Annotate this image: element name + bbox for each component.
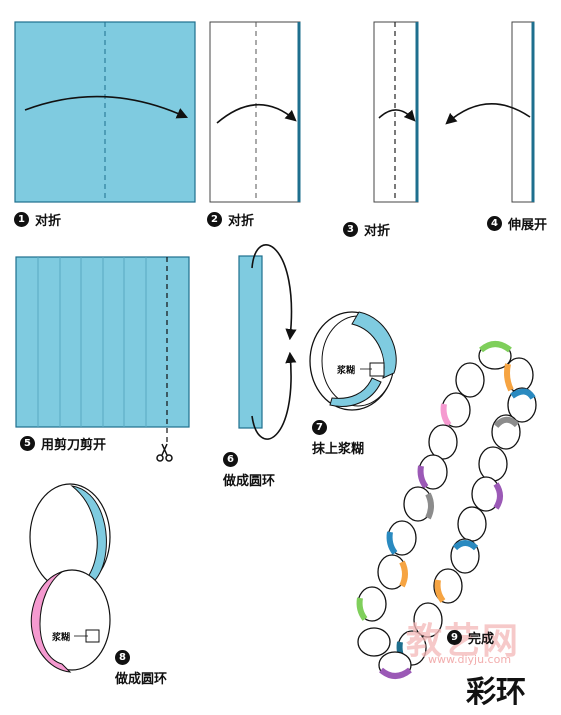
step4-label: 4 伸展开 <box>487 214 547 233</box>
step2-paper <box>209 21 301 203</box>
step3-label: 3 对折 <box>343 220 390 239</box>
step6-strip <box>238 244 297 440</box>
step-number-badge: 9 <box>447 630 462 645</box>
step-text: 做成圆环 <box>115 672 168 687</box>
step5-label: 5 用剪刀剪开 <box>20 434 106 453</box>
scissors-icon <box>156 443 173 462</box>
step6-label: 6 做成圆环 <box>223 452 275 489</box>
step-text: 对折 <box>364 224 391 239</box>
step-text: 对折 <box>228 214 255 229</box>
step1-label: 1 对折 <box>14 210 61 229</box>
step-number-badge: 1 <box>14 212 29 227</box>
step8-rings <box>29 483 111 673</box>
glue-label-step8: 浆糊 <box>52 633 71 643</box>
step7-ring <box>309 311 397 411</box>
step1-paper <box>14 21 196 203</box>
page-title: 彩环 <box>466 675 526 710</box>
step-number-badge: 3 <box>343 222 358 237</box>
step5-paper <box>15 256 190 445</box>
step-number-badge: 6 <box>223 452 238 467</box>
watermark-logo: 教艺网 <box>406 620 521 662</box>
step-number-badge: 2 <box>207 212 222 227</box>
chain-ring <box>357 627 391 657</box>
step-text: 完成 <box>468 632 495 647</box>
step-number-badge: 7 <box>312 420 327 435</box>
step3-paper <box>373 21 419 203</box>
chain-ring <box>478 446 508 482</box>
step-text: 对折 <box>35 214 62 229</box>
chain-ring <box>455 362 485 398</box>
step4-paper <box>445 21 535 203</box>
step9-label: 9 完成 <box>447 628 494 647</box>
step-number-badge: 8 <box>115 650 130 665</box>
chain-ring <box>413 602 443 638</box>
step-text: 做成圆环 <box>223 474 276 489</box>
step-text: 伸展开 <box>508 218 548 233</box>
completed-chain <box>356 341 537 679</box>
step7-label: 7 抹上浆糊 <box>312 420 364 457</box>
chain-ring <box>428 424 458 460</box>
watermark-url: www.diyju.com <box>428 653 512 666</box>
step-number-badge: 5 <box>20 436 35 451</box>
step8-label: 8 做成圆环 <box>115 650 167 687</box>
step-text: 用剪刀剪开 <box>41 438 107 453</box>
step-number-badge: 4 <box>487 216 502 231</box>
step-text: 抹上浆糊 <box>312 442 365 457</box>
step2-label: 2 对折 <box>207 210 254 229</box>
glue-label-step7: 浆糊 <box>337 366 356 376</box>
chain-ring <box>457 506 487 542</box>
